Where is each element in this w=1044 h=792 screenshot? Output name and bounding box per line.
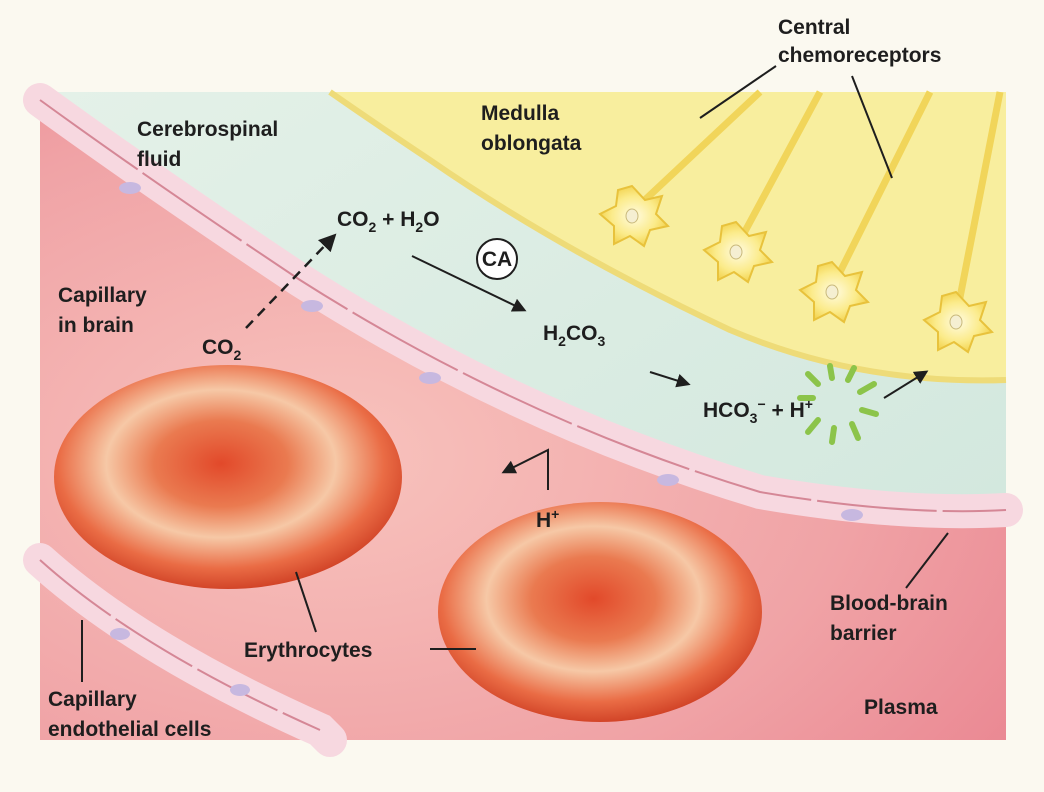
- neuron-axon: [828, 90, 934, 290]
- neuron-nucleus: [949, 314, 963, 330]
- label-cerebrospinal-fluid-1: Cerebrospinal: [137, 118, 278, 141]
- formula-h-plus-blood: H+: [536, 506, 559, 532]
- neuron-axon: [952, 91, 1004, 319]
- leader-line-chemoreceptor: [851, 75, 893, 179]
- neuron-nucleus: [625, 208, 639, 224]
- endothelial-nucleus: [419, 372, 441, 384]
- neuron-axon: [629, 89, 763, 215]
- endothelial-nucleus: [230, 684, 250, 696]
- endothelial-nucleus: [110, 628, 130, 640]
- co2-diffusion-arrow: [245, 233, 337, 329]
- highlight-stroke: [805, 417, 821, 435]
- label-capillary-endothelial-cells-2: endothelial cells: [48, 718, 211, 741]
- label-central-chemoreceptors-1: Central: [778, 16, 850, 39]
- highlight-stroke: [829, 425, 837, 445]
- erythrocyte: [438, 502, 762, 722]
- endothelial-nucleus: [657, 474, 679, 486]
- highlight-stroke: [845, 365, 857, 383]
- h-plus-to-chemoreceptor-arrow: [883, 370, 929, 399]
- h-plus-to-blood-arrow: [501, 448, 549, 490]
- formula-co2-h2o: CO2 + H2O: [337, 208, 440, 235]
- endothelial-nucleus: [119, 182, 141, 194]
- enzyme-label: CA: [482, 248, 512, 271]
- label-cerebrospinal-fluid-2: fluid: [137, 148, 181, 171]
- leader-lines: [81, 65, 949, 682]
- leader-line-erythrocyte: [295, 571, 317, 633]
- highlight-stroke: [805, 371, 821, 387]
- neuron-axon: [732, 90, 824, 250]
- highlight-stroke: [859, 407, 879, 417]
- medulla-boundary: [328, 89, 1007, 384]
- endothelial-nucleus: [301, 300, 323, 312]
- label-central-chemoreceptors-2: chemoreceptors: [778, 44, 941, 67]
- highlight-burst: [797, 363, 879, 445]
- label-medulla-oblongata-1: Medulla: [481, 102, 559, 125]
- endothelial-nucleus: [841, 509, 863, 521]
- chemoreceptor-neurons: [598, 89, 1004, 354]
- reaction-arrow-carbonic-acid: [411, 255, 527, 312]
- reaction-arrow-dissociation: [649, 371, 691, 388]
- label-capillary-in-brain-2: in brain: [58, 314, 134, 337]
- highlight-stroke: [857, 381, 877, 395]
- carbonic-anhydrase-circle: [476, 238, 518, 280]
- endothelial-cell-junctions-upper: [39, 99, 1007, 513]
- label-erythrocytes: Erythrocytes: [244, 639, 372, 662]
- leader-line-blood-brain-barrier: [905, 532, 949, 589]
- erythrocyte: [54, 365, 402, 589]
- label-medulla-oblongata-2: oblongata: [481, 132, 582, 155]
- neuron-nucleus: [729, 244, 743, 260]
- endothelial-cell-junctions-lower: [39, 559, 321, 731]
- formula-hco3-h: HCO3− + H+: [703, 396, 813, 426]
- highlight-stroke: [827, 363, 835, 381]
- label-capillary-in-brain-1: Capillary: [58, 284, 147, 307]
- neuron-nucleus: [825, 284, 839, 300]
- label-blood-brain-barrier-1: Blood-brain: [830, 592, 948, 615]
- label-capillary-endothelial-cells-1: Capillary: [48, 688, 137, 711]
- highlight-stroke: [849, 421, 861, 441]
- formula-h2co3: H2CO3: [543, 322, 605, 349]
- label-blood-brain-barrier-2: barrier: [830, 622, 897, 645]
- formula-co2-blood: CO2: [202, 336, 242, 363]
- leader-line-chemoreceptor: [699, 65, 777, 119]
- label-plasma: Plasma: [864, 696, 938, 719]
